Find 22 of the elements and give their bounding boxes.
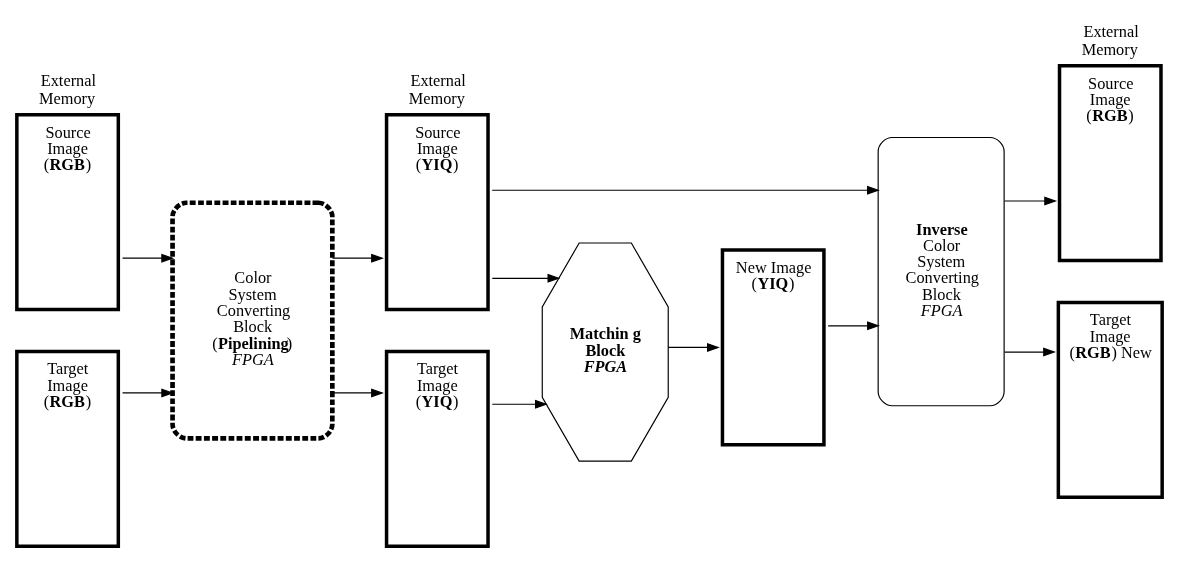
node-box: Inverse Color System Converting Block FPGA [877,136,1005,406]
arrow [827,320,880,330]
arrow [491,185,880,195]
node-box: Target Image (YIQ) [384,349,490,548]
node-label: External Memory [39,70,97,108]
node-label: External Memory [1081,21,1139,59]
node-box: Source Image (RGB) [15,112,121,311]
node-box: Target Image (RGB) [15,349,121,548]
arrow [1004,196,1058,206]
node-label: External Memory [408,70,466,108]
arrow [121,253,175,263]
node-box: Source Image (YIQ) [384,112,490,311]
node-box: Source Image (RGB) [1057,63,1163,262]
arrow [1004,347,1056,357]
node-box: New Image (YIQ) [720,247,826,447]
arrow [331,253,384,263]
arrow [491,273,561,283]
node-box: Target Image (RGB) New [1056,300,1164,499]
arrow [667,342,720,352]
node-box: Color System Converting Block (Pipelining) FPGA [170,199,335,441]
arrow [331,387,384,397]
arrow [491,399,548,409]
